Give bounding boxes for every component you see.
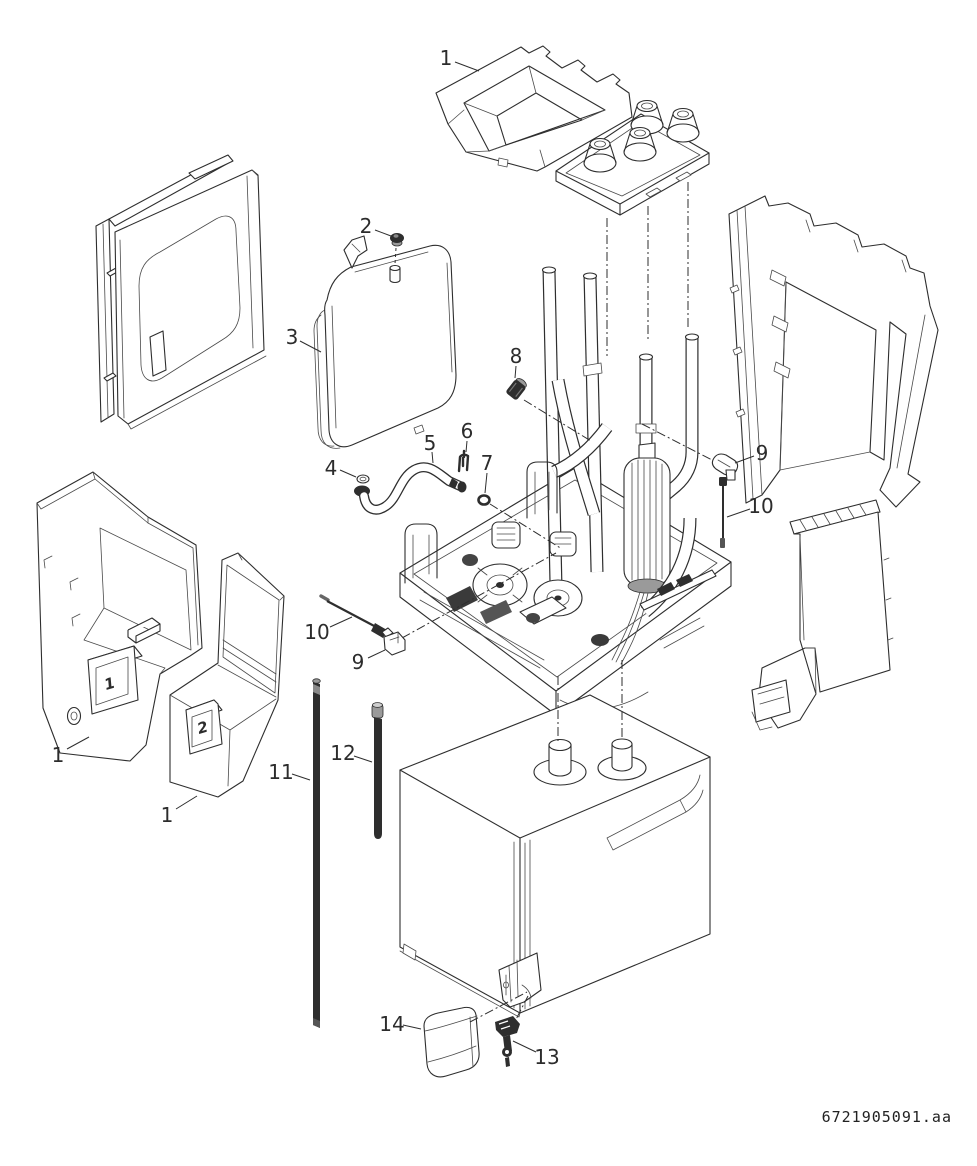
part-buffer-tank <box>399 694 711 1018</box>
part-retaining-clip <box>457 449 470 473</box>
grommet <box>583 137 617 173</box>
hose-end-fitting <box>449 478 458 489</box>
document-id-code: 6721905091.aa <box>822 1108 952 1126</box>
part-short-tube <box>371 702 384 839</box>
alignment-axes-mid <box>401 399 715 639</box>
part-sensor-wire-right <box>719 477 727 548</box>
part-plug-sensor <box>506 378 527 400</box>
tank-bottom-bracket <box>498 952 542 1008</box>
part-top-cover-tray <box>435 45 633 172</box>
leader-lines <box>66 61 755 1053</box>
part-insulation-shell-left: 1 <box>36 471 203 762</box>
part-vessel-valve-cap <box>390 233 404 247</box>
callout-2-valve-cap: 2 <box>360 214 373 238</box>
grommet <box>623 126 657 162</box>
part-sensor-clip-left <box>381 627 406 656</box>
part-hose-washer <box>356 474 370 484</box>
callout-9-left: 9 <box>352 650 365 674</box>
molded-digit-2: 2 <box>195 718 210 738</box>
molded-digit-1: 1 <box>102 674 117 694</box>
callout-3-expansion-vessel: 3 <box>286 325 299 349</box>
alignment-axes-top <box>606 182 689 356</box>
part-insulation-panel-right-top <box>728 195 939 508</box>
callout-9-right: 9 <box>756 441 769 465</box>
part-insulation-shell-front: 2 <box>169 552 285 798</box>
callout-10-right: 10 <box>748 494 773 518</box>
callout-4-washer: 4 <box>325 456 338 480</box>
callout-13-drain-key: 13 <box>534 1045 559 1069</box>
part-flexible-hose <box>354 462 467 515</box>
callout-8-plug: 8 <box>510 344 523 368</box>
callout-11-long-tube: 11 <box>268 760 293 784</box>
part-sensor-wire-left <box>319 594 387 638</box>
callout-6-clip: 6 <box>461 419 474 443</box>
callout-14-cover-box: 14 <box>379 1012 404 1036</box>
cap-alignment-line <box>394 247 397 265</box>
part-cover-box <box>423 1006 480 1078</box>
part-o-ring <box>477 494 491 506</box>
callout-5-hose: 5 <box>424 431 437 455</box>
part-sensor-clip-right <box>711 453 739 481</box>
callout-7-o-ring: 7 <box>481 451 494 475</box>
part-mounting-frame <box>95 154 267 430</box>
part-top-plate <box>555 99 710 216</box>
callout-12-short-tube: 12 <box>330 741 355 765</box>
grommet <box>666 107 700 143</box>
alignment-axes-bottom <box>469 991 529 1034</box>
callout-10-left: 10 <box>304 620 329 644</box>
callout-1-shell-front: 1 <box>161 803 174 827</box>
part-expansion-vessel <box>313 235 457 449</box>
part-side-panel-right-lower <box>751 499 894 731</box>
callout-1-shell-left: 1 <box>52 743 65 767</box>
part-drain-key <box>495 1016 520 1067</box>
callout-1-top-tray: 1 <box>440 46 453 70</box>
alignment-axes-tank <box>557 660 623 742</box>
part-canister <box>611 442 671 665</box>
assembly-machinery <box>404 461 717 649</box>
callout-labels: 1 2 3 4 5 6 7 8 9 10 10 9 1 1 11 12 14 1… <box>52 46 774 1069</box>
part-long-tube <box>312 678 321 1028</box>
